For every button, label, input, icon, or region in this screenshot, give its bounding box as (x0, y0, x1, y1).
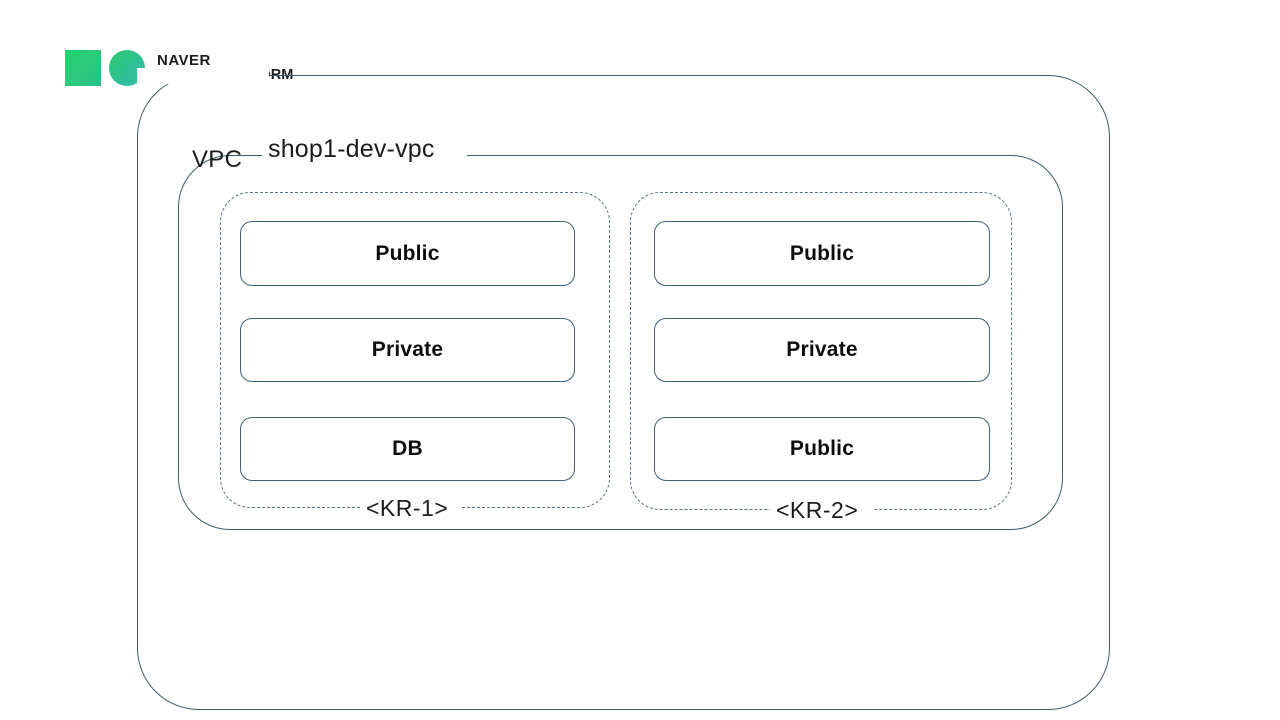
vpc-label: VPC (192, 146, 243, 173)
subnet-kr1-public[interactable]: Public (240, 221, 575, 286)
vpc-boundary-label-gap (262, 148, 467, 164)
logo-line-naver: NAVER (157, 51, 211, 69)
zone-kr-2-label: <KR-2> (776, 497, 859, 523)
zone-kr-1-label: <KR-1> (366, 495, 449, 521)
subnet-kr2-private[interactable]: Private (654, 318, 990, 382)
cloud-platform-boundary (137, 75, 1110, 710)
vpc-boundary (178, 155, 1063, 530)
subnet-kr2-public-2[interactable]: Public (654, 417, 990, 481)
subnet-kr1-db[interactable]: DB (240, 417, 575, 481)
cloud-boundary-label-gap (137, 68, 269, 84)
subnet-kr1-private[interactable]: Private (240, 318, 575, 382)
zone-kr-1-label-gap (360, 500, 462, 516)
green-square-icon (65, 50, 101, 86)
zone-kr-2-label-gap (770, 502, 874, 518)
vpc-name-label: shop1-dev-vpc (268, 135, 435, 163)
subnet-kr2-public-1[interactable]: Public (654, 221, 990, 286)
